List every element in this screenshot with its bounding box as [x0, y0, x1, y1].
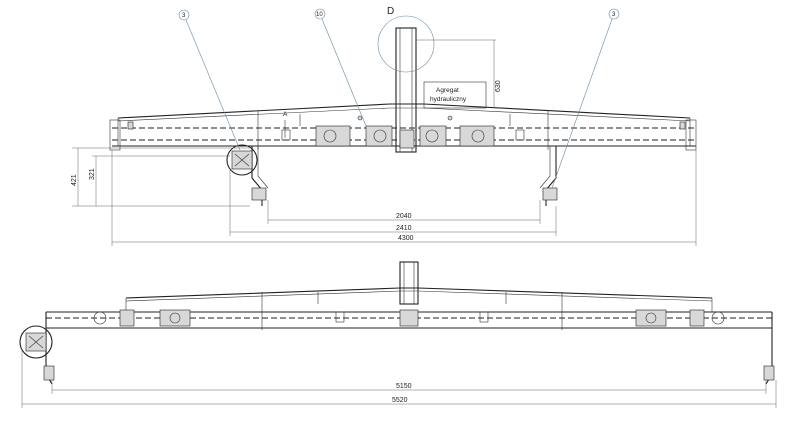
hydraulic-unit-box [423, 81, 487, 109]
leader-mid [321, 18, 367, 127]
hydraulic-unit-label-2: hydrauliczny [430, 96, 467, 103]
callout-left: 3 [182, 13, 186, 19]
bottom-mechanisms [93, 292, 725, 327]
bottom-left-motor [19, 325, 53, 359]
dim-2040: 2040 [396, 213, 412, 220]
top-right-clamp [542, 187, 558, 201]
top-right-bolt [679, 121, 686, 130]
top-view: Agregat hydrauliczny [71, 6, 697, 246]
dim-2410: 2410 [396, 225, 412, 232]
leader-right [551, 18, 613, 189]
top-beam-upper-edge-inner [117, 107, 691, 122]
bottom-mast [399, 261, 419, 305]
top-right-endcap [685, 119, 697, 151]
bottom-left-clamp [43, 365, 55, 381]
top-right-leg-inner [539, 146, 551, 189]
callout-mid: 10 [316, 12, 323, 18]
top-left-leg-inner [257, 146, 269, 189]
top-left-motor-detail [234, 153, 250, 167]
dim-321: 321 [89, 168, 96, 180]
callout-right: 3 [612, 12, 616, 18]
dim-630: 630 [495, 80, 502, 92]
top-left-bolt [127, 121, 134, 130]
central-mast [395, 27, 417, 153]
dim-5520: 5520 [392, 397, 408, 404]
leader-left [185, 19, 241, 151]
hydraulic-unit-label-1: Agregat [436, 87, 459, 94]
dim-4300: 4300 [398, 235, 414, 242]
detail-d-circle [377, 15, 435, 73]
dim-421: 421 [71, 174, 78, 186]
center-mechanisms [281, 114, 525, 149]
callout-circle-left [178, 9, 190, 21]
bottom-beam-upper-inner [125, 290, 713, 302]
bottom-left-motor-detail [28, 335, 44, 349]
detail-label-d: D [387, 6, 394, 17]
callout-circle-right [608, 8, 620, 20]
top-left-clamp [251, 187, 267, 201]
top-beam-upper-edge [117, 103, 691, 119]
top-left-endcap [109, 119, 121, 151]
dim-5150: 5150 [396, 383, 412, 390]
callout-circle-mid [314, 8, 326, 20]
top-left-motor [226, 144, 258, 176]
bottom-right-clamp [763, 365, 775, 381]
bottom-view: 5150 5520 [19, 261, 777, 408]
bottom-beam-upper-edge [125, 287, 713, 299]
section-label-a: A [283, 111, 288, 118]
